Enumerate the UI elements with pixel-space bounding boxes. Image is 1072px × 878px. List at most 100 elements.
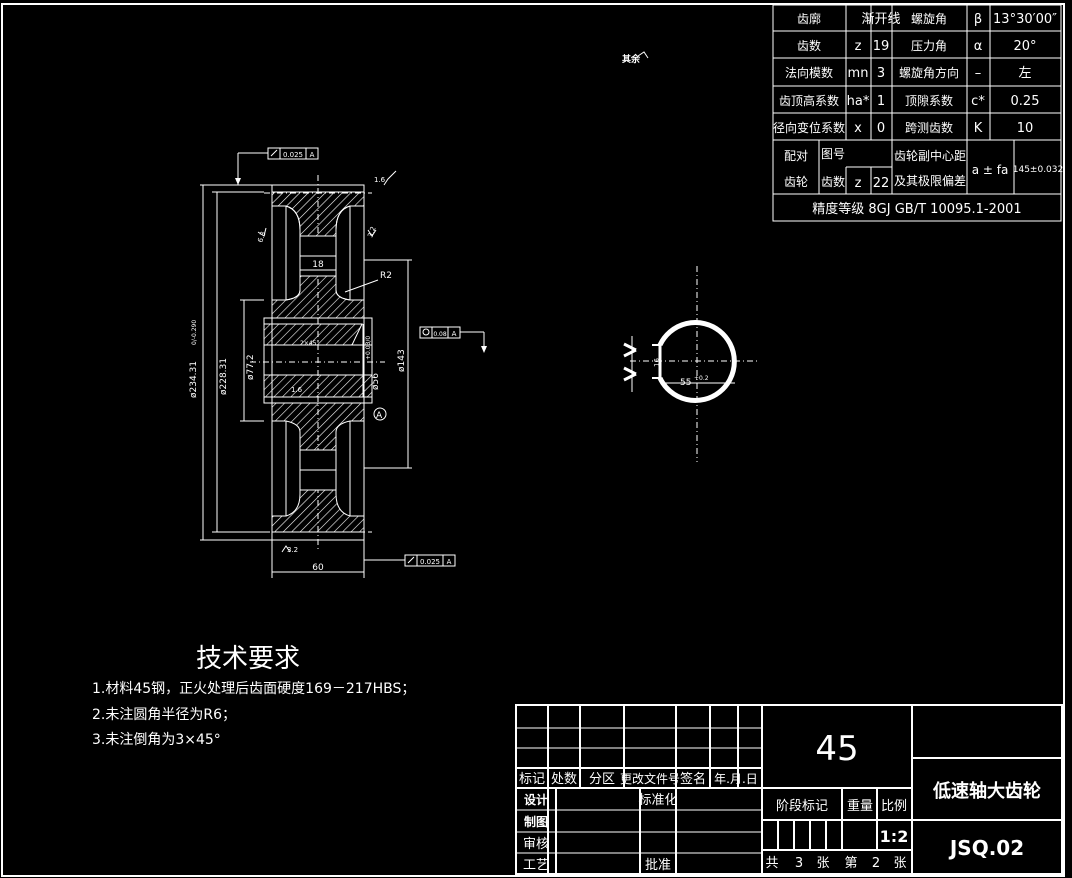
reviewer-label: 审核: [523, 837, 549, 852]
hdr-mark: 标记: [519, 772, 545, 787]
param-cell-r0-c0: 齿廓: [797, 11, 821, 26]
dim-chamfer: 2×45°: [300, 340, 319, 347]
rough-bore: 1.6: [291, 386, 303, 394]
rough-right: 3.2: [366, 225, 377, 238]
process-label: 工艺: [523, 858, 549, 873]
sheet-no-label: 第: [844, 856, 857, 871]
dim-bore: ø56: [371, 373, 381, 390]
pair-teeth-label: 齿数: [821, 174, 845, 189]
hdr-docno: 更改文件号: [620, 771, 680, 786]
param-cell-r4-c1: x: [854, 121, 862, 136]
param-cell-r1-c0: 齿数: [797, 38, 821, 53]
part-name: 低速轴大齿轮: [932, 780, 1041, 802]
tol-bottom-ref: A: [447, 558, 452, 566]
weight-label: 重量: [847, 798, 873, 814]
rough-bottom: 3.2: [287, 546, 298, 554]
sheet-unit-2: 张: [893, 856, 906, 871]
bore-lower-section: [263, 374, 373, 398]
tolerance-frames: 0.025 A 0.025 A 0.08 A: [235, 147, 487, 567]
tol-top-value: 0.025: [283, 151, 303, 159]
drafter-label: 制图: [524, 814, 548, 829]
tol-top-ref: A: [310, 151, 315, 159]
roughness-symbol: [637, 51, 649, 59]
param-cell-r1-c2: 19: [873, 39, 890, 54]
param-cell-r4-c4: K: [974, 121, 983, 136]
tol-bottom-value: 0.025: [420, 558, 440, 566]
keyway-tol: +0.2: [694, 375, 709, 382]
pair-label-2: 齿轮: [784, 175, 808, 189]
roughness-marks: 1.6 6.3 3.2 3.2: [256, 170, 397, 554]
standardize-label: 标准化: [638, 793, 677, 808]
sheet-unit: 张: [816, 856, 829, 871]
dim-pitch: ø228.31: [219, 358, 229, 395]
param-cell-r3-c5: 0.25: [1011, 94, 1040, 109]
pair-label-1: 配对: [784, 149, 808, 163]
param-cell-r2-c2: 3: [877, 66, 885, 81]
scale-value: 1:2: [880, 827, 909, 846]
param-cell-r4-c0: 径向变位系数: [773, 120, 845, 135]
dim-bore-tol: +0.03/0: [365, 336, 372, 360]
stage-mark-label: 阶段标记: [776, 799, 828, 814]
param-cell-r2-c5: 左: [1018, 66, 1031, 81]
param-cell-r4-c5: 10: [1017, 121, 1034, 136]
center-dist-sym: a ± fa: [972, 163, 1009, 177]
rough-top: 1.6: [374, 176, 386, 184]
keyway-depth: 55: [680, 378, 691, 388]
dim-hub: ø77.2: [246, 354, 256, 380]
datum-a-label: A: [376, 411, 383, 421]
sheet-total: 3: [795, 856, 803, 871]
param-cell-r0-c3: 螺旋角: [911, 12, 947, 26]
param-cell-r1-c3: 压力角: [911, 39, 947, 53]
tech-notes-title: 技术要求: [196, 644, 301, 674]
sheet-total-label: 共: [765, 856, 778, 871]
pair-teeth-val: 22: [873, 176, 890, 191]
param-cell-r0-c4: β: [974, 12, 982, 27]
pair-fig-label: 图号: [821, 147, 845, 161]
hdr-sign: 签名: [680, 771, 706, 787]
param-cell-r1-c1: z: [855, 39, 862, 54]
keyway-width: 16: [653, 358, 661, 367]
tol-bore-value: 0.08: [433, 331, 447, 338]
bore-keyway-view: 55 +0.2 16: [623, 266, 760, 462]
param-cell-r4-c3: 跨测齿数: [905, 120, 953, 135]
dim-width: 60: [312, 563, 324, 573]
param-cell-r2-c1: mn: [848, 66, 869, 81]
designer-label: 设计: [524, 792, 548, 807]
sheet-no: 2: [872, 856, 880, 871]
param-cell-r4-c2: 0: [877, 121, 885, 136]
tol-bore-ref: A: [452, 330, 457, 338]
dim-od: ø234.31: [189, 361, 199, 398]
dim-18: 18: [312, 260, 324, 270]
param-cell-r3-c3: 顶隙系数: [905, 93, 953, 108]
param-cell-r1-c4: α: [974, 39, 983, 54]
roughness-other-note: 其余: [622, 53, 641, 65]
param-cell-r3-c4: c*: [971, 94, 985, 109]
dim-r2: R2: [380, 271, 392, 281]
dim-143: ø143: [397, 349, 407, 372]
sheet-border: [1, 3, 1065, 877]
pair-teeth-sym: z: [855, 176, 862, 191]
datum-a-marker: [373, 407, 387, 421]
param-cell-r2-c4: –: [975, 66, 982, 81]
precision-grade: 精度等级 8GJ GB/T 10095.1-2001: [812, 201, 1021, 217]
gear-section-view: 18 R2 2×45° 1.6: [250, 175, 392, 552]
drawing-number: JSQ.02: [948, 836, 1024, 860]
dim-od-tol: 0/-0.290: [191, 320, 198, 345]
tech-note-1: 1.材料45钢，正火处理后齿面硬度169－217HBS；: [92, 681, 416, 697]
param-cell-r2-c3: 螺旋角方向: [899, 65, 959, 80]
center-dist-val: 145±0.032: [1013, 165, 1063, 175]
dimensions: ø234.31 0/-0.290 ø228.31 ø77.2 ø56 +0.03…: [189, 184, 412, 578]
param-cell-r1-c5: 20°: [1013, 39, 1036, 54]
tech-note-2: 2.未注圆角半径为R6；: [92, 707, 236, 723]
hdr-count: 处数: [551, 772, 577, 787]
scale-label: 比例: [881, 799, 907, 814]
hdr-zone: 分区: [589, 772, 615, 787]
title-block: 45 低速轴大齿轮 JSQ.02 标记 处数 分区 更改文件号 签名 年.月.日…: [515, 704, 1063, 875]
param-cell-r3-c1: ha*: [847, 94, 870, 109]
center-dist-label-2: 及其极限偏差: [894, 173, 966, 188]
param-cell-r0-c5: 13°30′00″: [993, 12, 1057, 27]
param-cell-r0-c2: 渐开线: [861, 12, 900, 27]
param-cell-r3-c0: 齿顶高系数: [779, 93, 839, 108]
